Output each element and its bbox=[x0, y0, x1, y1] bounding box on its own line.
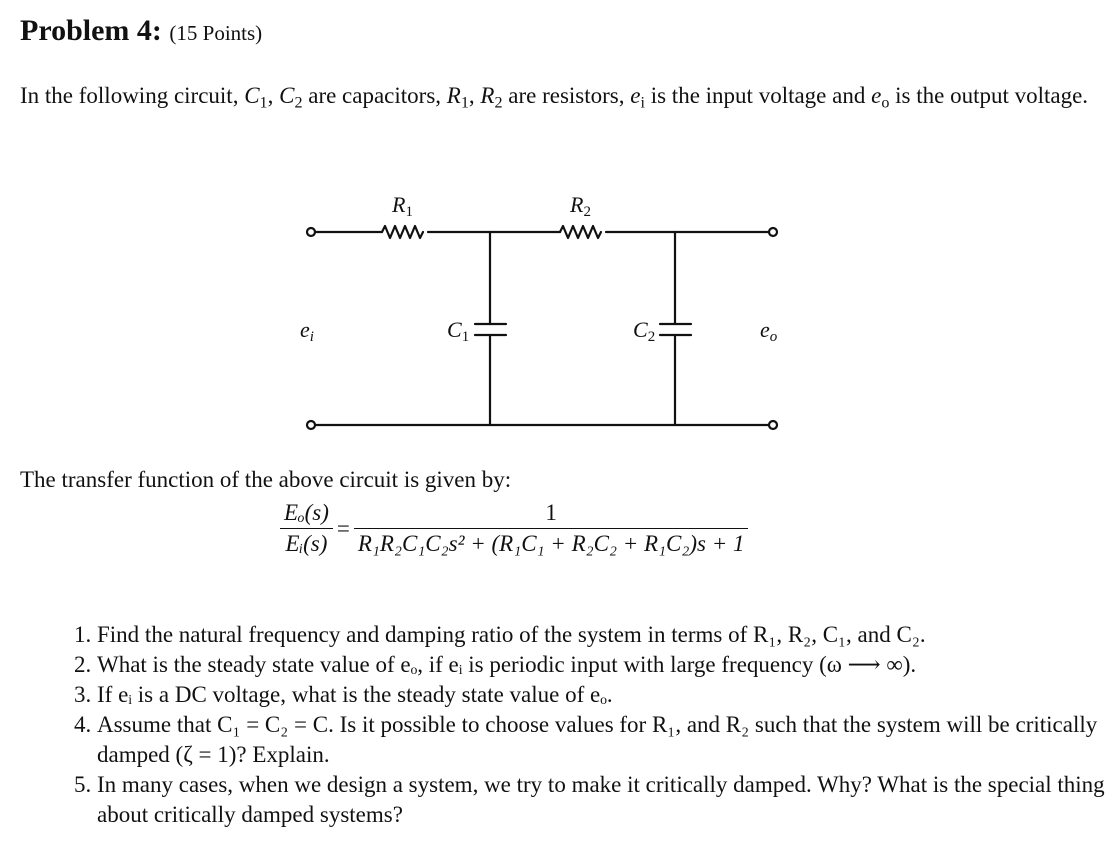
problem-title: Problem 4: (15 Points) bbox=[20, 14, 262, 48]
label-ei: ei bbox=[300, 317, 314, 345]
capacitor-c1 bbox=[473, 322, 508, 337]
rhs-denominator: R₁R₂C₁C₂s² + (R₁C₁ + R₂C₂ + R₁C₂)s + 1 bbox=[357, 531, 745, 556]
lhs-denominator: Eᵢ(s) bbox=[285, 531, 328, 556]
symbol-eo: eo bbox=[871, 83, 890, 112]
capacitor-c2 bbox=[658, 322, 693, 337]
symbol-c2: C2 bbox=[279, 83, 303, 112]
question-list: Find the natural frequency and damping r… bbox=[55, 620, 1108, 830]
output-terminal-bottom bbox=[767, 419, 779, 431]
rc-ladder-circuit-diagram: R1 R2 C1 C2 ei eo bbox=[300, 192, 779, 431]
symbol-r2: R2 bbox=[480, 83, 503, 112]
intro-text: In the following circuit, bbox=[20, 83, 245, 108]
problem-points: (15 Points) bbox=[169, 21, 263, 45]
rhs-fraction: 1 R₁R₂C₁C₂s² + (R₁C₁ + R₂C₂ + R₁C₂)s + 1 bbox=[353, 500, 749, 557]
transfer-function-equation: Eₒ(s) Eᵢ(s) = 1 R₁R₂C₁C₂s² + (R₁C₁ + R₂C… bbox=[280, 500, 749, 557]
question-item: Find the natural frequency and damping r… bbox=[97, 620, 1108, 650]
label-eo: eo bbox=[760, 317, 778, 345]
transfer-function-label: The transfer function of the above circu… bbox=[20, 467, 512, 492]
label-r2: R2 bbox=[569, 192, 591, 220]
symbol-c1: C1 bbox=[244, 83, 268, 112]
symbol-r1: R1 bbox=[446, 83, 469, 112]
problem-number: Problem 4: bbox=[20, 14, 162, 47]
resistor-r2 bbox=[558, 224, 603, 240]
output-terminal-top bbox=[767, 226, 779, 238]
intro-paragraph: In the following circuit, C1, C2 are cap… bbox=[20, 83, 1089, 112]
label-r1: R1 bbox=[391, 192, 413, 220]
question-item: If eᵢ is a DC voltage, what is the stead… bbox=[97, 680, 1108, 710]
question-item: Assume that C₁ = C₂ = C. Is it possible … bbox=[97, 710, 1108, 770]
rhs-numerator: 1 bbox=[353, 500, 749, 529]
question-item: What is the steady state value of eₒ, if… bbox=[97, 650, 1108, 680]
label-c1: C1 bbox=[447, 317, 469, 345]
input-terminal-top bbox=[305, 226, 317, 238]
lhs-fraction: Eₒ(s) Eᵢ(s) bbox=[280, 500, 333, 557]
question-item: In many cases, when we design a system, … bbox=[97, 770, 1108, 830]
lhs-numerator: Eₒ(s) bbox=[280, 500, 333, 529]
label-c2: C2 bbox=[633, 317, 655, 345]
equals-sign: = bbox=[336, 515, 350, 541]
resistor-r1 bbox=[380, 224, 425, 240]
input-terminal-bottom bbox=[305, 419, 317, 431]
symbol-ei: ei bbox=[630, 83, 645, 112]
